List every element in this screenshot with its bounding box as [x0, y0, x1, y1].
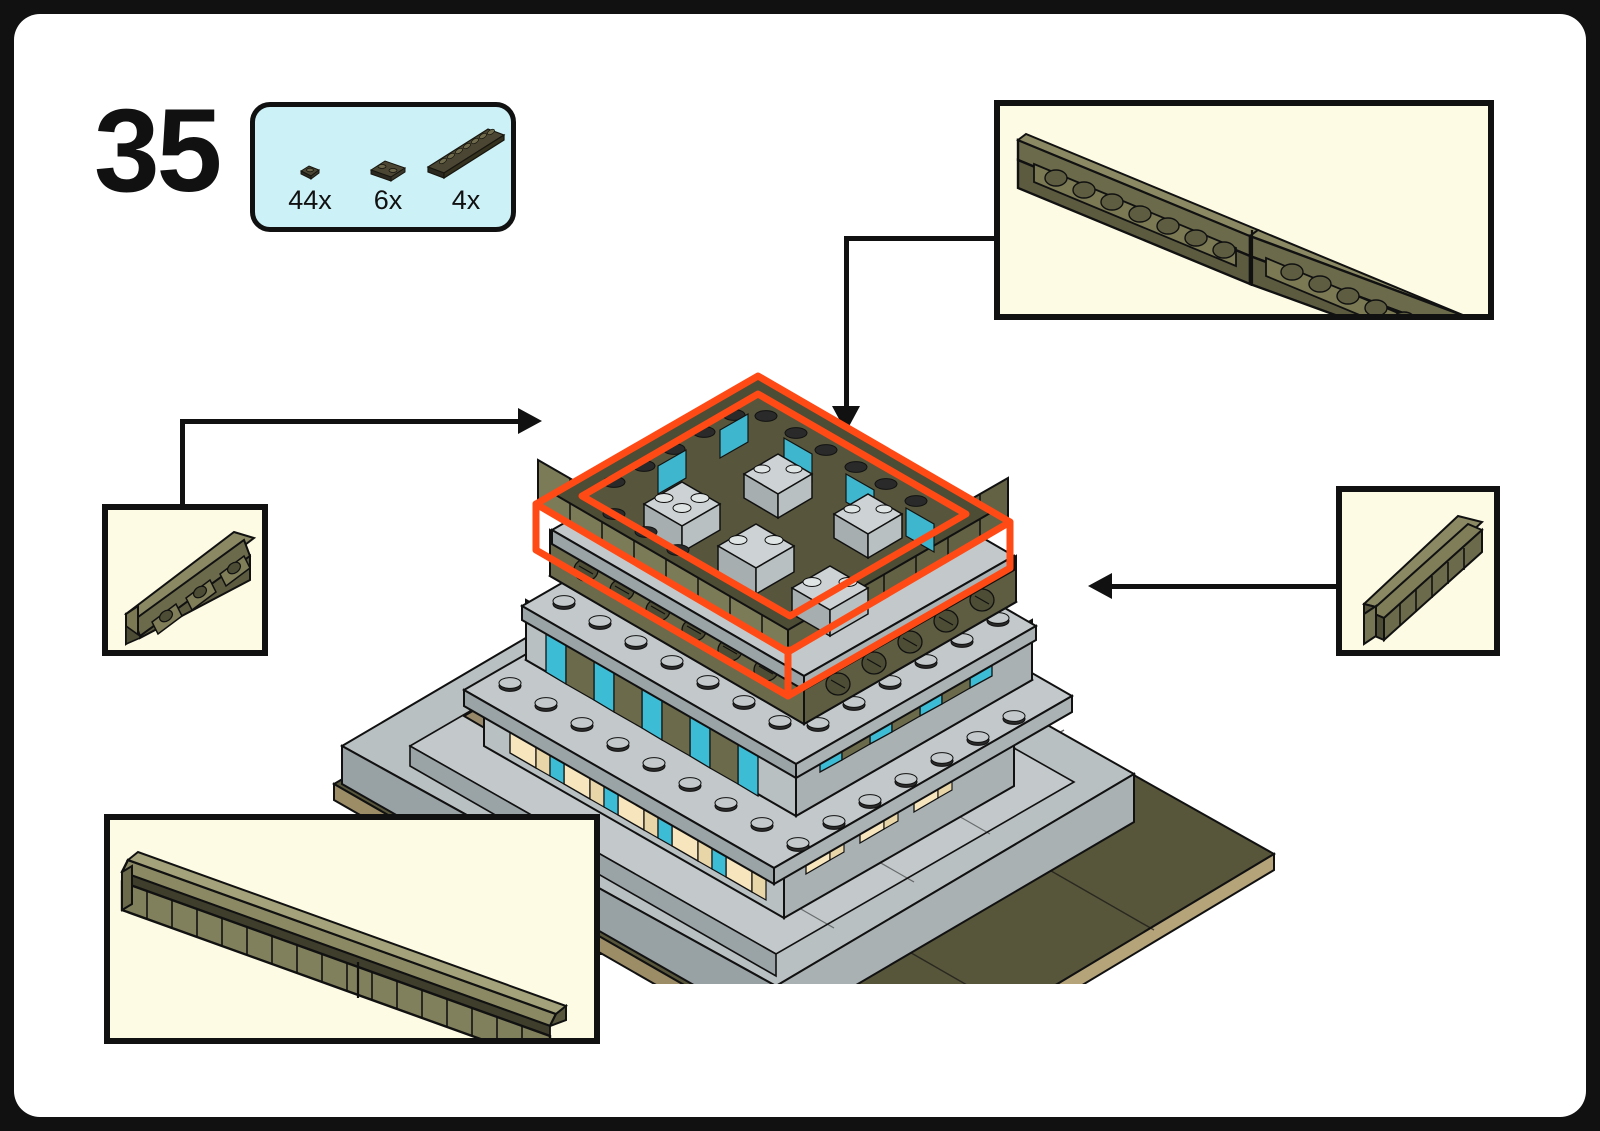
page-sheet: 35 44x: [14, 14, 1586, 1117]
leader-topright-vertical: [844, 236, 849, 412]
leader-left-arrowhead: [518, 408, 542, 434]
part-quantity: 44x: [288, 185, 332, 215]
leader-right-horizontal: [1110, 584, 1336, 589]
part-entry-plate-1x8: 4x: [423, 113, 509, 216]
leader-right-arrowhead: [1088, 573, 1112, 599]
part-entry-tile-1x1: 44x: [273, 125, 347, 216]
plate-1x8-icon: [423, 113, 509, 183]
detail-box-top-right: [994, 100, 1494, 320]
part-quantity: 6x: [373, 185, 403, 215]
detail-box-bottom-left: [104, 814, 600, 1044]
part-entry-plate-1x2: 6x: [351, 125, 425, 216]
detail-box-right: [1336, 486, 1500, 656]
detail-box-left: [102, 504, 268, 656]
leader-left-box-horizontal: [180, 419, 520, 424]
step-number: 35: [94, 85, 222, 217]
leader-topright-horizontal: [844, 236, 1000, 241]
part-quantity: 4x: [451, 185, 481, 215]
parts-callout-bin: 44x 6x: [250, 102, 516, 232]
tile-1x1-icon: [273, 125, 347, 183]
leader-left-box-vertical: [180, 419, 185, 509]
plate-1x2-icon: [351, 125, 425, 183]
parts-list: 44x 6x: [255, 107, 511, 227]
